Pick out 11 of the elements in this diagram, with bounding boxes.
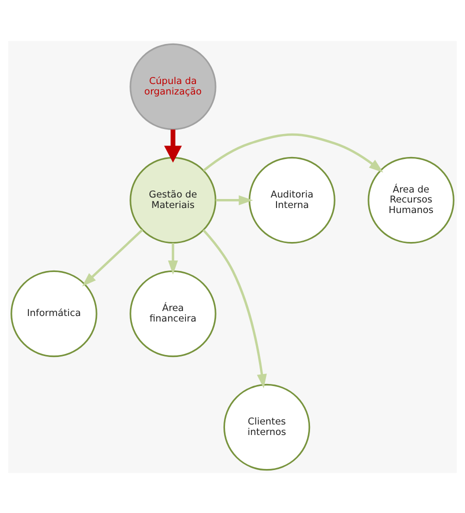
node-circle: Auditoria Interna	[248, 156, 336, 244]
arrow	[164, 129, 182, 162]
node-circle: Área financeira	[130, 270, 216, 357]
arrow	[202, 132, 384, 172]
arrow	[202, 228, 267, 388]
arrow	[168, 242, 178, 274]
arrow	[216, 194, 253, 205]
node-circle: Clientes internos	[223, 383, 310, 470]
node-circle: Cúpula da organização	[130, 42, 216, 130]
node-circle: Gestão de Materiais	[130, 156, 216, 244]
arrow	[82, 228, 144, 286]
